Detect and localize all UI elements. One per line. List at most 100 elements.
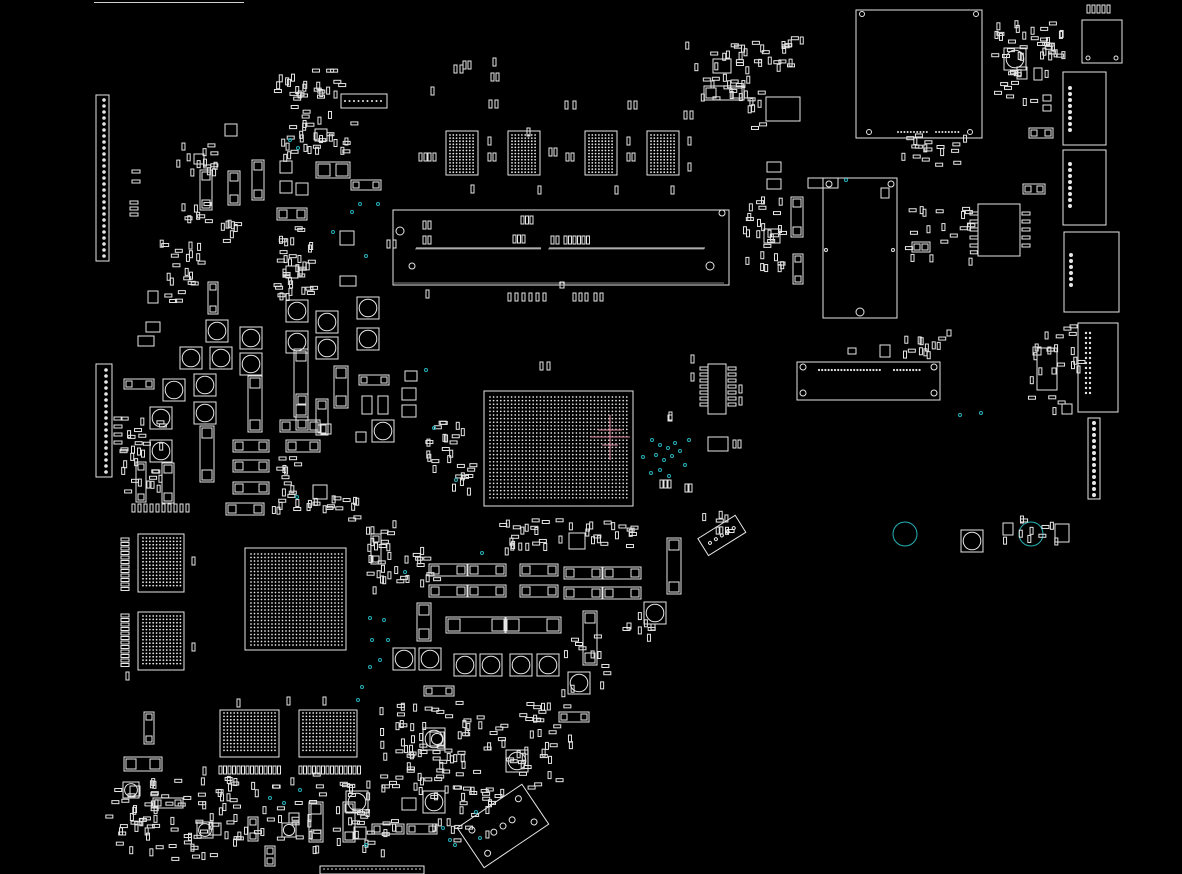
smd-passive[interactable]: [473, 769, 482, 774]
smd-passive[interactable]: [233, 813, 238, 822]
smd-passive[interactable]: [150, 807, 159, 812]
smd-passive[interactable]: [1047, 346, 1052, 355]
smd-passive[interactable]: [439, 420, 448, 425]
resistor-array[interactable]: [689, 110, 694, 120]
smd-passive[interactable]: [156, 484, 161, 493]
port-connector[interactable]: [1062, 149, 1107, 226]
smd-passive[interactable]: [601, 663, 610, 668]
resistor-array[interactable]: [277, 765, 281, 775]
smd-passive[interactable]: [603, 520, 612, 525]
resistor-array[interactable]: [687, 162, 692, 172]
resistor-array[interactable]: [120, 578, 130, 582]
capacitor-body[interactable]: [282, 823, 296, 837]
smd-passive[interactable]: [924, 140, 933, 145]
inductor-pad[interactable]: [253, 504, 263, 514]
module-outline-large[interactable]: [855, 9, 983, 139]
smd-passive[interactable]: [568, 522, 573, 531]
capacitor-body[interactable]: [962, 531, 982, 551]
socket-pads[interactable]: [392, 239, 397, 249]
inductor-pad[interactable]: [317, 400, 327, 410]
inductor-pad[interactable]: [584, 652, 596, 664]
inductor-horizontal[interactable]: [232, 481, 270, 495]
smd-passive[interactable]: [1054, 537, 1059, 546]
inductor-pad[interactable]: [469, 586, 479, 596]
smd-passive[interactable]: [745, 256, 750, 265]
smd-passive[interactable]: [315, 784, 324, 789]
smd-passive[interactable]: [197, 242, 202, 251]
smd-passive[interactable]: [389, 780, 398, 785]
smd-passive[interactable]: [288, 287, 293, 296]
smd-passive[interactable]: [297, 273, 306, 278]
ic-package[interactable]: [1033, 67, 1043, 81]
inductor-pad[interactable]: [794, 255, 802, 263]
ic-package[interactable]: [1042, 94, 1052, 102]
smd-passive[interactable]: [929, 254, 934, 263]
smd-passive[interactable]: [198, 801, 207, 806]
test-via[interactable]: [650, 438, 654, 442]
smd-passive[interactable]: [1027, 395, 1036, 400]
ic-package[interactable]: [765, 96, 801, 122]
resistor-array[interactable]: [343, 765, 348, 775]
smd-passive[interactable]: [524, 523, 529, 532]
smd-passive[interactable]: [145, 832, 150, 841]
smd-passive[interactable]: [420, 579, 425, 588]
smd-passive[interactable]: [525, 542, 530, 551]
smd-passive[interactable]: [466, 487, 471, 496]
resistor-array[interactable]: [272, 765, 277, 775]
smd-passive[interactable]: [748, 203, 753, 212]
smd-passive[interactable]: [459, 806, 464, 815]
chip-pins[interactable]: [969, 227, 979, 232]
smd-passive[interactable]: [771, 233, 780, 238]
electrolytic-capacitor[interactable]: [422, 790, 446, 814]
smd-passive[interactable]: [350, 121, 359, 126]
capacitor-body[interactable]: [569, 673, 589, 693]
smd-passive[interactable]: [368, 555, 373, 564]
resistor-array[interactable]: [179, 503, 184, 513]
smd-passive[interactable]: [352, 808, 361, 813]
resistor-array[interactable]: [254, 765, 259, 775]
smd-passive[interactable]: [521, 752, 526, 761]
marker[interactable]: [824, 248, 828, 252]
resistor-array[interactable]: [520, 215, 525, 225]
smd-passive[interactable]: [763, 243, 772, 248]
smd-passive[interactable]: [727, 80, 732, 89]
smd-passive[interactable]: [348, 817, 353, 826]
smd-passive[interactable]: [301, 114, 310, 119]
smd-passive[interactable]: [1027, 534, 1032, 543]
smd-passive[interactable]: [235, 836, 244, 841]
smd-passive[interactable]: [118, 831, 127, 836]
test-via[interactable]: [268, 796, 272, 800]
chip-pins[interactable]: [969, 219, 979, 224]
smd-passive[interactable]: [411, 735, 416, 744]
inductor-pad[interactable]: [149, 758, 161, 770]
smd-passive[interactable]: [132, 805, 137, 814]
ic-package[interactable]: [147, 290, 159, 304]
smd-passive[interactable]: [373, 542, 378, 551]
inductor-pad[interactable]: [163, 464, 173, 474]
smd-passive[interactable]: [132, 806, 137, 815]
smd-passive[interactable]: [757, 99, 762, 108]
inductor-horizontal[interactable]: [428, 584, 468, 598]
test-via[interactable]: [358, 202, 362, 206]
electrolytic-capacitor[interactable]: [193, 373, 217, 397]
resistor-array[interactable]: [663, 479, 668, 489]
smd-passive[interactable]: [913, 136, 918, 145]
ic-package[interactable]: [224, 123, 238, 137]
test-via[interactable]: [641, 455, 645, 459]
resistor-array[interactable]: [699, 402, 709, 407]
inductor-pad[interactable]: [1044, 129, 1052, 137]
smd-passive[interactable]: [967, 223, 976, 228]
smd-passive[interactable]: [462, 732, 471, 737]
smd-passive[interactable]: [520, 526, 525, 535]
smd-passive[interactable]: [756, 200, 765, 205]
inductor-pad[interactable]: [668, 581, 680, 593]
smd-passive[interactable]: [354, 830, 359, 839]
smd-passive[interactable]: [197, 792, 206, 797]
smd-passive[interactable]: [224, 776, 233, 781]
smd-passive[interactable]: [591, 536, 596, 545]
smd-passive[interactable]: [487, 742, 492, 751]
resistor-array[interactable]: [593, 292, 598, 302]
smd-passive[interactable]: [904, 246, 913, 251]
smd-passive[interactable]: [306, 122, 315, 127]
smd-passive[interactable]: [452, 785, 461, 790]
